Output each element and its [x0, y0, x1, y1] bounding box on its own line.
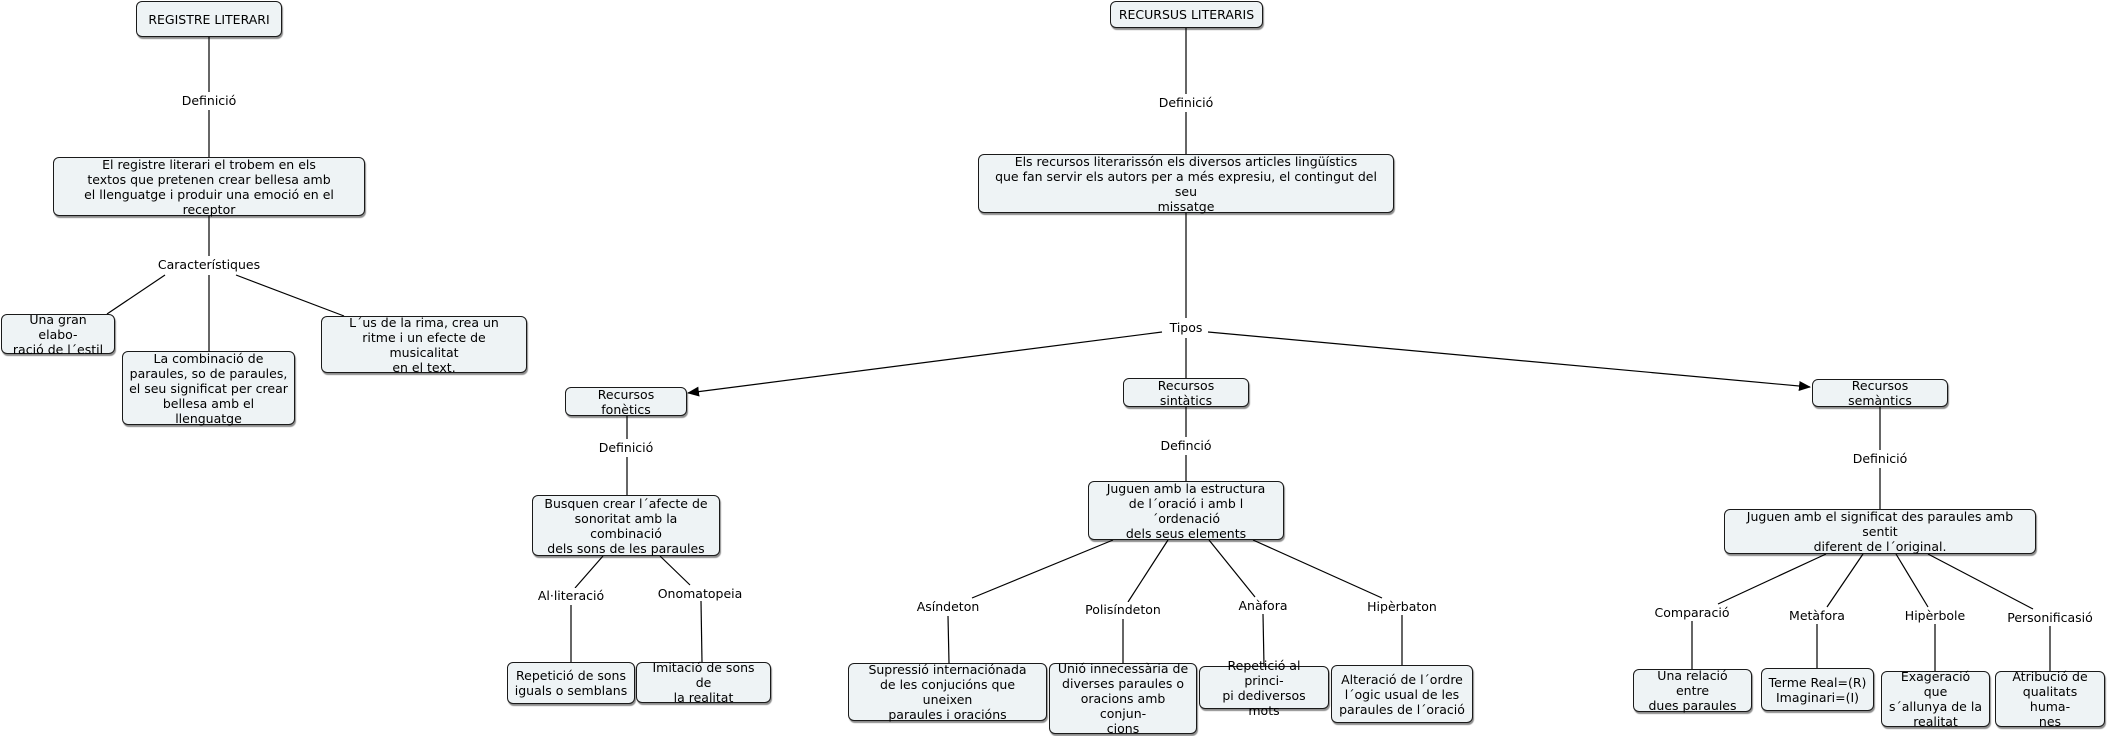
recursus-definicio-label: Definició	[1157, 95, 1215, 110]
recursos-semantics[interactable]: Recursos semàntics	[1812, 378, 1948, 408]
recursus-tipos-label: Tipos	[1168, 320, 1204, 335]
sintactics-definicio-label: Definció	[1159, 438, 1213, 453]
alliteracio-label: Al·literació	[536, 588, 606, 603]
registre-feature-2[interactable]: La combinació de paraules, so de paraule…	[122, 351, 295, 426]
comparacio-label: Comparació	[1653, 605, 1731, 620]
hiperbole-definition[interactable]: Exageració que s´allunya de la realitat	[1881, 669, 1990, 729]
sintactics-definition[interactable]: Juguen amb la estructura de l´oració i a…	[1088, 481, 1284, 541]
onomatopeia-definition[interactable]: Imitació de sons de la realitat	[636, 660, 771, 705]
personificacio-label: Personificasió	[2006, 610, 2094, 625]
asindeton-label: Asíndeton	[915, 599, 981, 614]
comparacio-definition[interactable]: Una relació entre dues paraules	[1633, 668, 1752, 713]
recursus-literaris-title[interactable]: RECURSUS LITERARIS	[1110, 1, 1263, 28]
hiperbole-label: Hipèrbole	[1903, 608, 1967, 623]
registre-definicio-label: Definició	[180, 93, 238, 108]
semantics-definicio-label: Definició	[1851, 451, 1909, 466]
polisindeton-definition[interactable]: Unió innecessària de diverses paraules o…	[1049, 661, 1197, 736]
anafora-definition[interactable]: Repetició al princi- pi dediversos mots	[1199, 658, 1329, 718]
recursos-sintactics[interactable]: Recursos sintàtics	[1123, 378, 1249, 408]
polisindeton-label: Polisíndeton	[1084, 602, 1162, 617]
personificacio-definition[interactable]: Atribució de qualitats huma- nes	[1995, 669, 2105, 729]
registre-literari-title[interactable]: REGISTRE LITERARI	[136, 1, 282, 37]
recursos-fonetics[interactable]: Recursos fonètics	[565, 387, 687, 417]
metafora-definition[interactable]: Terme Real=(R) Imaginari=(I)	[1761, 668, 1874, 711]
registre-feature-1[interactable]: Una gran elabo- ració de l´estil	[1, 312, 115, 357]
asindeton-definition[interactable]: Supressió internaciónada de les conjució…	[848, 662, 1047, 722]
fonetics-definicio-label: Definició	[597, 440, 655, 455]
semantics-definition[interactable]: Juguen amb el significat des paraules am…	[1724, 509, 2036, 554]
registre-definition[interactable]: El registre literari el trobem en els te…	[53, 157, 365, 217]
onomatopeia-label: Onomatopeia	[656, 586, 744, 601]
alliteracio-definition[interactable]: Repetició de sons iguals o semblans	[507, 662, 635, 704]
metafora-label: Metàfora	[1788, 608, 1846, 623]
recursus-definition[interactable]: Els recursos literarissón els diversos a…	[978, 154, 1394, 214]
registre-caracteristiques-label: Característiques	[156, 257, 262, 272]
hiperbaton-label: Hipèrbaton	[1366, 599, 1438, 614]
anafora-label: Anàfora	[1237, 598, 1289, 613]
fonetics-definition[interactable]: Busquen crear l´afecte de sonoritat amb …	[532, 495, 720, 556]
hiperbaton-definition[interactable]: Alteració de l´ordre l´ogic usual de les…	[1331, 665, 1473, 723]
registre-feature-3[interactable]: L´us de la rima, crea un ritme i un efec…	[321, 315, 527, 375]
